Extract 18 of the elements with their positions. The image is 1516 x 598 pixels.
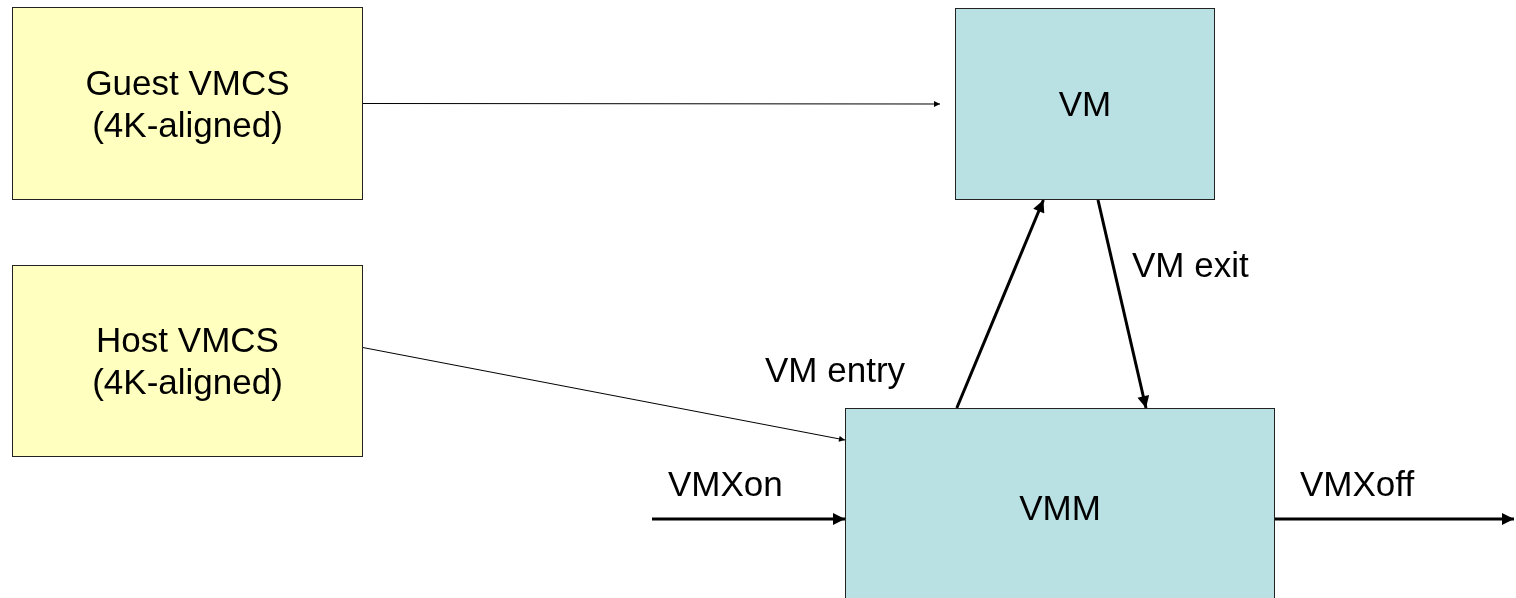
arrow xyxy=(362,101,941,107)
arrow xyxy=(1275,513,1514,525)
process-box xyxy=(12,7,363,200)
arrow xyxy=(652,513,845,525)
process-box xyxy=(845,408,1275,598)
edge-label: VMXoff xyxy=(1300,466,1415,501)
edge-label: VM exit xyxy=(1132,247,1249,282)
box-label: Guest VMCS (4K-aligned) xyxy=(84,61,291,146)
arrow xyxy=(955,199,1045,409)
edge-label: VM entry xyxy=(765,352,906,387)
box-label: VM xyxy=(1058,83,1112,125)
process-box xyxy=(955,8,1215,200)
arrow xyxy=(1096,199,1150,409)
edge-label: VMXon xyxy=(668,466,783,501)
box-label: Host VMCS (4K-aligned) xyxy=(91,319,284,403)
arrow xyxy=(362,347,846,442)
box-label: VMM xyxy=(1019,487,1101,529)
process-box xyxy=(12,265,363,457)
